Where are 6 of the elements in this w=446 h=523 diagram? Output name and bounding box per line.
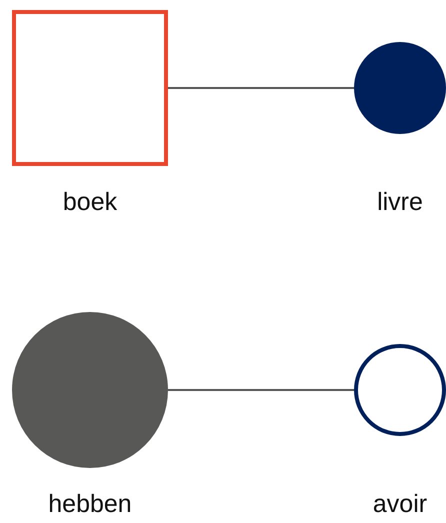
node-label: livre <box>377 190 423 215</box>
node-label: hebben <box>48 492 132 517</box>
node-label: boek <box>62 190 118 215</box>
connector-line <box>168 87 354 89</box>
node-label: avoir <box>372 492 428 517</box>
connector-line <box>168 389 354 391</box>
